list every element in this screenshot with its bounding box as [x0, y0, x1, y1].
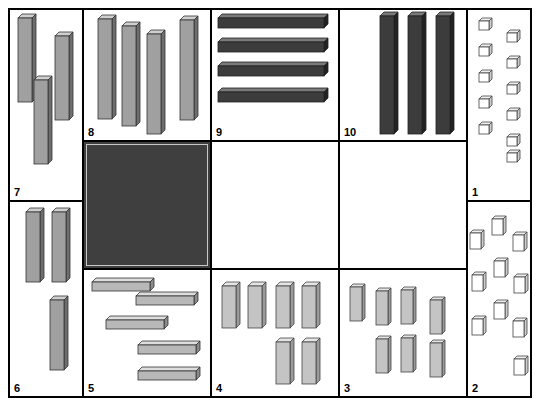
- panel-number: 9: [216, 126, 222, 139]
- panel: 4: [210, 268, 340, 398]
- panel: 10: [338, 8, 468, 142]
- panel-number: 1: [472, 186, 478, 199]
- panel-number: 6: [14, 382, 20, 395]
- panel-number: 3: [344, 382, 350, 395]
- panel: 6: [8, 200, 84, 398]
- panel: 3: [338, 268, 468, 398]
- panel-number: 10: [344, 126, 356, 139]
- panel: 8: [82, 8, 212, 142]
- panel-number: 2: [472, 382, 478, 395]
- panel: 1: [466, 8, 532, 202]
- panel: 5: [82, 268, 212, 398]
- panel: 7: [8, 8, 84, 202]
- panel: 9: [210, 8, 340, 142]
- panel-number: 8: [88, 126, 94, 139]
- panel-number: 7: [14, 186, 20, 199]
- panel-number: 5: [88, 382, 94, 395]
- panel-number: 4: [216, 382, 222, 395]
- panel: 2: [466, 200, 532, 398]
